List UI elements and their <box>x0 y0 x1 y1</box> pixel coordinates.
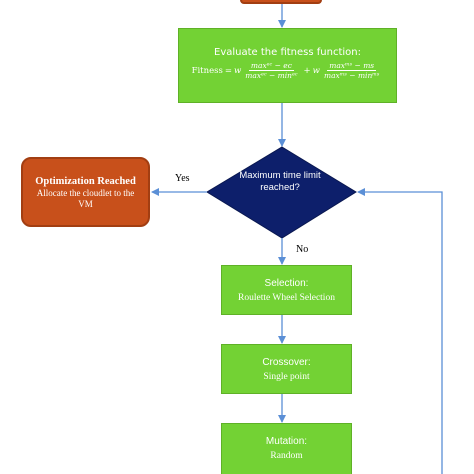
fitness-formula: Fitness = w maxᵉᶜ − ec maxᵉᶜ − minᵉᶜ + w… <box>179 61 396 80</box>
optimization-subtitle: Allocate the cloudlet to the VM <box>36 188 135 209</box>
previous-step-box <box>240 0 322 4</box>
mutation-title: Mutation: <box>265 436 308 447</box>
optimization-title: Optimization Reached <box>35 176 136 187</box>
mutation-subtitle: Random <box>270 451 303 461</box>
formula-equals: = <box>224 65 232 76</box>
optimization-reached-box: Optimization Reached Allocate the cloudl… <box>21 157 150 227</box>
formula-fraction-makespan: maxᵐˢ − ms maxᵐˢ − minᵐˢ <box>322 61 381 80</box>
fitness-evaluation-box: Evaluate the fitness function: Fitness =… <box>178 28 397 103</box>
formula-denominator-2: maxᵐˢ − minᵐˢ <box>323 71 380 80</box>
formula-plus: + <box>303 65 311 76</box>
formula-weight-1: w <box>233 65 242 76</box>
selection-box: Selection: Roulette Wheel Selection <box>221 265 352 315</box>
crossover-box: Crossover: Single point <box>221 344 352 394</box>
formula-weight-2: w <box>312 65 320 76</box>
decision-label: Maximum time limit reached? <box>239 170 321 193</box>
formula-denominator-1: maxᵉᶜ − minᵉᶜ <box>245 71 298 80</box>
no-label: No <box>296 244 309 255</box>
formula-fraction-energy: maxᵉᶜ − ec maxᵉᶜ − minᵉᶜ <box>243 61 299 80</box>
formula-numerator-1: maxᵉᶜ − ec <box>248 61 294 71</box>
formula-lhs: Fitness <box>191 65 223 76</box>
mutation-box: Mutation: Random <box>221 423 352 474</box>
crossover-title: Crossover: <box>262 357 311 368</box>
crossover-subtitle: Single point <box>263 372 310 382</box>
yes-label: Yes <box>175 173 190 184</box>
fitness-title: Evaluate the fitness function: <box>214 47 361 58</box>
arrow-loop-back-to-decision <box>357 188 443 474</box>
formula-numerator-2: maxᵐˢ − ms <box>327 61 377 71</box>
selection-title: Selection: <box>264 278 309 289</box>
selection-subtitle: Roulette Wheel Selection <box>238 293 335 303</box>
